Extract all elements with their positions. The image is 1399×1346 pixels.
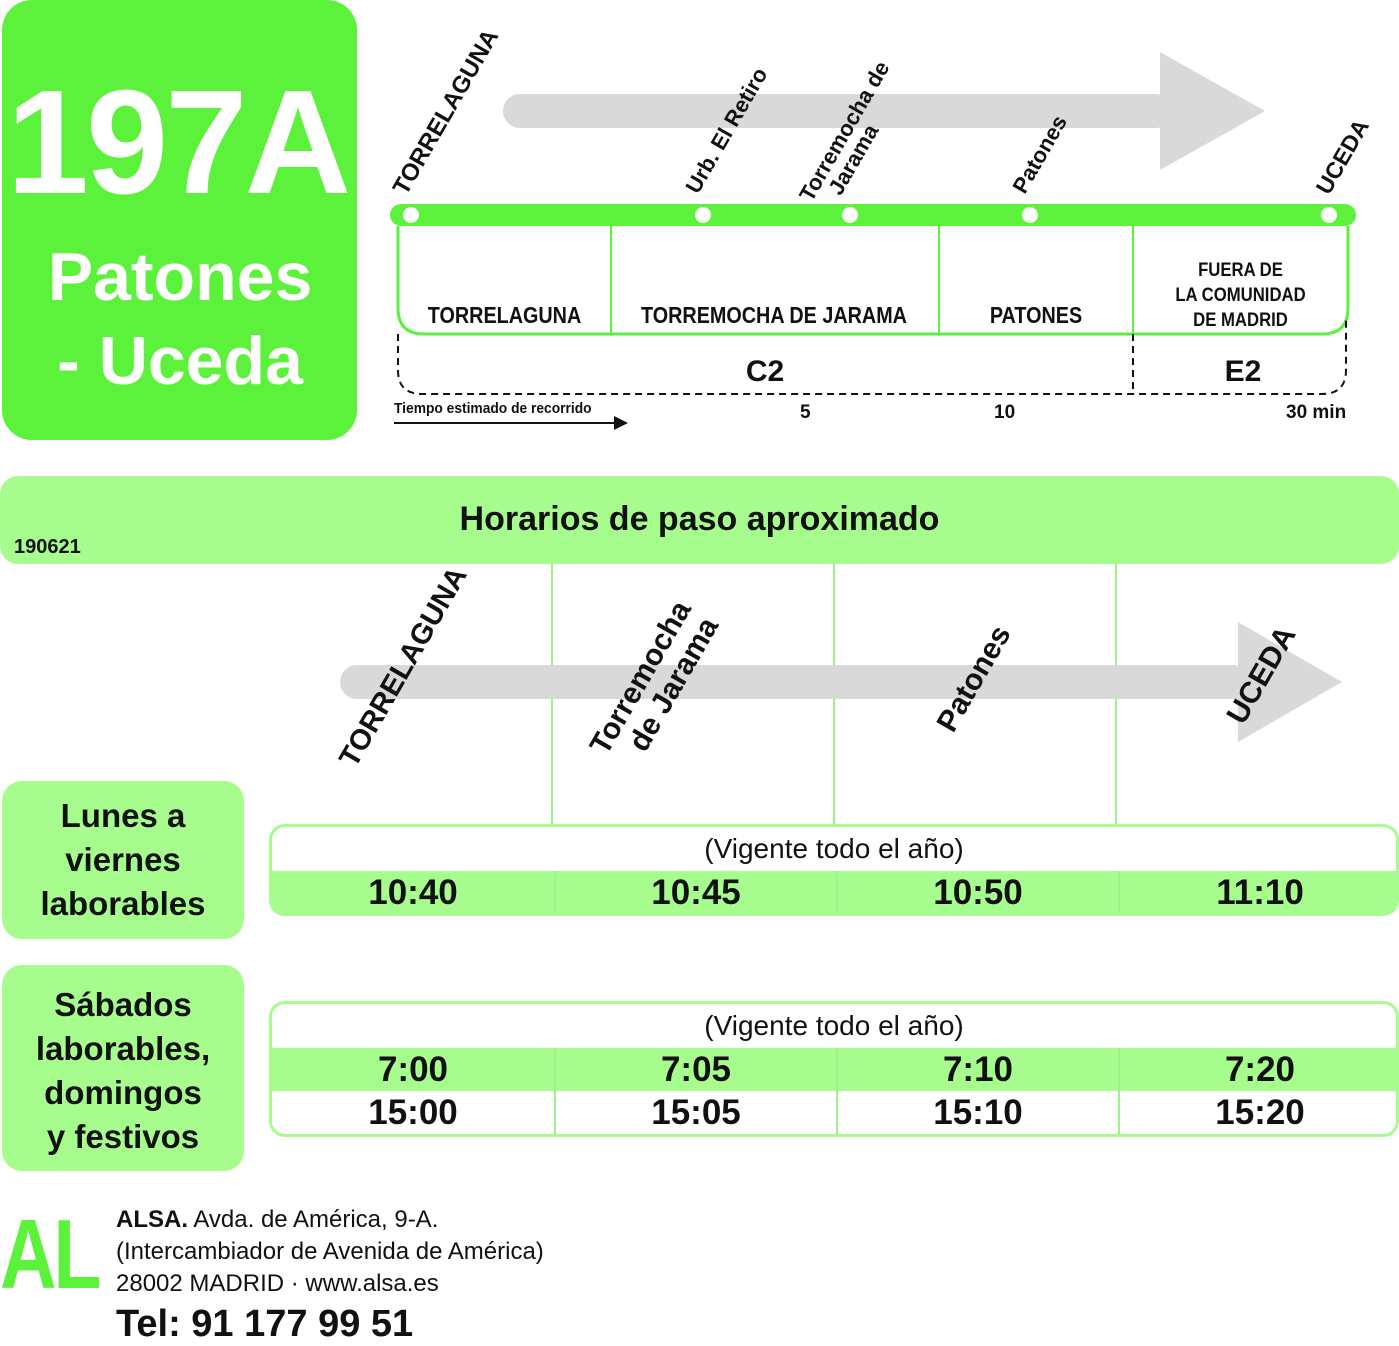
route-map [390, 52, 1356, 430]
time-cell: 15:20 [1118, 1091, 1396, 1134]
route-line [390, 204, 1356, 226]
weekend-validity-note: (Vigente todo el año) [704, 1010, 964, 1041]
company-address-line3: 28002 MADRID · www.alsa.es [116, 1270, 439, 1297]
time-cell: 11:10 [1118, 871, 1396, 913]
municipality-patones: PATONES [989, 302, 1083, 328]
phone-number: Tel: 91 177 99 51 [116, 1303, 414, 1345]
time-arrow-icon [614, 416, 628, 430]
route-name-line1: Patones [47, 239, 313, 315]
direction-arrow-icon [503, 52, 1265, 170]
stop-marker [695, 207, 711, 223]
municipality-torrelaguna: TORRELAGUNA [427, 302, 582, 328]
municipality-box [396, 226, 1350, 336]
stop-marker [842, 207, 858, 223]
time-cell: 7:20 [1118, 1048, 1396, 1091]
table-row: 10:40 10:45 10:50 11:10 [272, 871, 1396, 913]
time-cell: 7:05 [554, 1048, 836, 1091]
day-label-weekday: Lunes a viernes laborables [2, 781, 244, 939]
zone-c2: C2 [745, 355, 785, 388]
table-row: 7:00 7:05 7:10 7:20 [272, 1048, 1396, 1091]
time-scale-label: Tiempo estimado de recorrido [394, 400, 592, 417]
weekday-validity-note: (Vigente todo el año) [704, 833, 964, 864]
time-tick-10: 10 [994, 402, 1016, 423]
time-cell: 15:00 [368, 1092, 458, 1132]
schedule-direction-arrow-icon [340, 622, 1342, 742]
time-cell: 15:10 [836, 1091, 1118, 1134]
time-tick-30: 30 min [1286, 402, 1347, 423]
time-cell: 10:40 [368, 872, 458, 912]
alsa-logo: AL [0, 1199, 101, 1309]
stop-marker [1321, 207, 1337, 223]
schedule-code: 190621 [14, 536, 81, 558]
route-number: 197A [6, 60, 352, 225]
weekend-table: (Vigente todo el año) 7:00 7:05 7:10 7:2… [269, 1001, 1399, 1137]
stop-marker [1022, 207, 1038, 223]
time-cell: 15:05 [554, 1091, 836, 1134]
zone-e2: E2 [1224, 355, 1262, 388]
weekday-table: (Vigente todo el año) 10:40 10:45 10:50 … [269, 824, 1399, 916]
time-cell: 7:00 [377, 1049, 449, 1089]
time-cell: 10:45 [554, 871, 836, 913]
time-cell: 10:50 [836, 871, 1118, 913]
time-cell: 7:10 [836, 1048, 1118, 1091]
company-address-line1: ALSA. Avda. de América, 9-A. [116, 1206, 439, 1233]
stop-marker [403, 207, 419, 223]
municipality-outside: FUERA DE LA COMUNIDAD DE MADRID [1175, 260, 1306, 331]
schedule-header [0, 476, 1399, 564]
route-badge [2, 0, 357, 440]
day-label-weekend: Sábados laborables, domingos y festivos [2, 965, 244, 1171]
table-row: 15:00 15:05 15:10 15:20 [272, 1091, 1396, 1134]
route-name-line2: - Uceda [57, 323, 303, 399]
municipality-torremocha: TORREMOCHA DE JARAMA [641, 302, 907, 328]
schedule-title: Horarios de paso aproximado [459, 500, 940, 538]
time-tick-5: 5 [800, 402, 811, 423]
company-address-line2: (Intercambiador de Avenida de América) [116, 1238, 544, 1265]
